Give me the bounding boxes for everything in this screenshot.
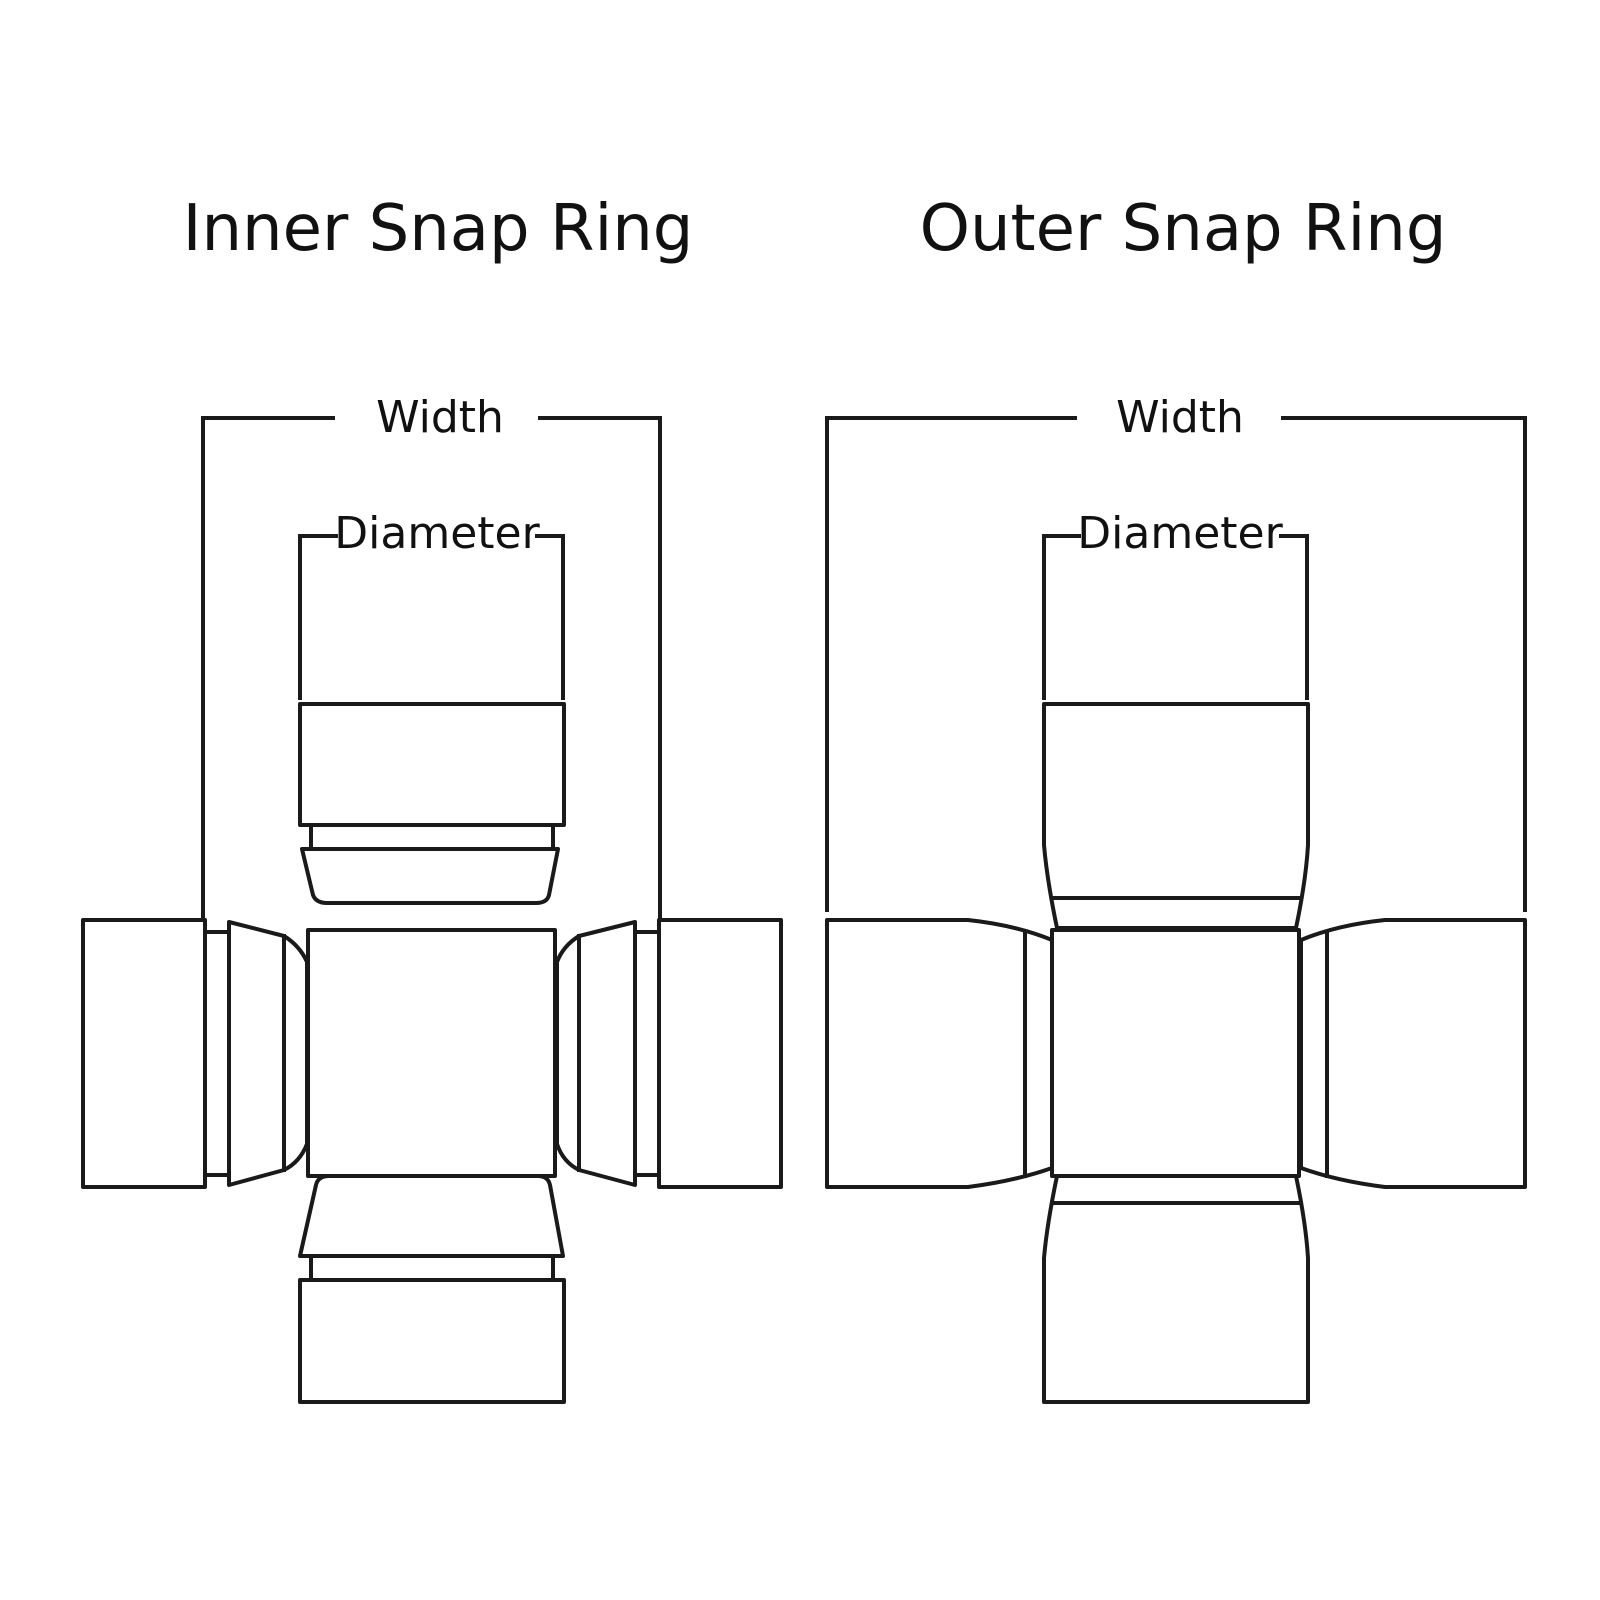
inner-diameter-dimension: Diameter [298, 508, 565, 700]
inner-diameter-bracket-right [535, 534, 565, 700]
outer-snap-ring-ujoint: Width Diameter [825, 392, 1527, 1404]
outer-snap-ring-title: Outer Snap Ring [920, 192, 1447, 266]
outer-left-cap-body [825, 918, 1054, 1189]
inner-bottom-cap-body [298, 1278, 566, 1404]
inner-bottom-bearing-cap [298, 1174, 566, 1404]
outer-width-bracket-right [1281, 416, 1527, 912]
inner-snap-ring-ujoint: Width Diameter [81, 392, 783, 1404]
inner-left-snap-ring [203, 930, 231, 1177]
inner-width-bracket-right [538, 416, 662, 922]
inner-width-label: Width [376, 392, 504, 443]
outer-bottom-bearing-cap [1042, 1174, 1310, 1404]
inner-bottom-seal [298, 1174, 565, 1258]
outer-width-bracket-left [825, 416, 1077, 912]
outer-diameter-label: Diameter [1077, 508, 1283, 559]
outer-top-cap-body [1042, 702, 1310, 930]
outer-center-cross [1050, 928, 1301, 1178]
inner-top-snap-ring [309, 823, 555, 851]
inner-left-cap-body [81, 918, 207, 1189]
inner-bottom-snap-ring [309, 1254, 555, 1282]
outer-width-dimension: Width [825, 392, 1527, 912]
outer-diameter-bracket-right [1279, 534, 1309, 700]
inner-left-bearing-cap [81, 918, 309, 1189]
outer-right-cap-body [1299, 918, 1527, 1189]
inner-left-seal [227, 920, 309, 1187]
inner-right-cap-body [657, 918, 783, 1189]
inner-snap-ring-title: Inner Snap Ring [183, 192, 694, 266]
outer-bottom-cap-body [1042, 1174, 1310, 1404]
inner-right-snap-ring [633, 930, 661, 1177]
inner-right-seal [555, 920, 637, 1187]
inner-width-bracket-left [201, 416, 335, 922]
inner-center-cross [306, 928, 557, 1178]
inner-top-seal [300, 847, 560, 905]
inner-right-bearing-cap [555, 918, 783, 1189]
outer-width-label: Width [1116, 392, 1244, 443]
inner-diameter-label: Diameter [334, 508, 540, 559]
outer-diameter-bracket-left [1042, 534, 1081, 700]
outer-diameter-dimension: Diameter [1042, 508, 1309, 700]
inner-width-dimension: Width [201, 392, 662, 922]
inner-diameter-bracket-left [298, 534, 338, 700]
outer-left-bearing-cap [825, 918, 1054, 1189]
outer-right-bearing-cap [1299, 918, 1527, 1189]
inner-top-bearing-cap [298, 702, 566, 905]
outer-top-bearing-cap [1042, 702, 1310, 930]
inner-top-cap-body [298, 702, 566, 827]
